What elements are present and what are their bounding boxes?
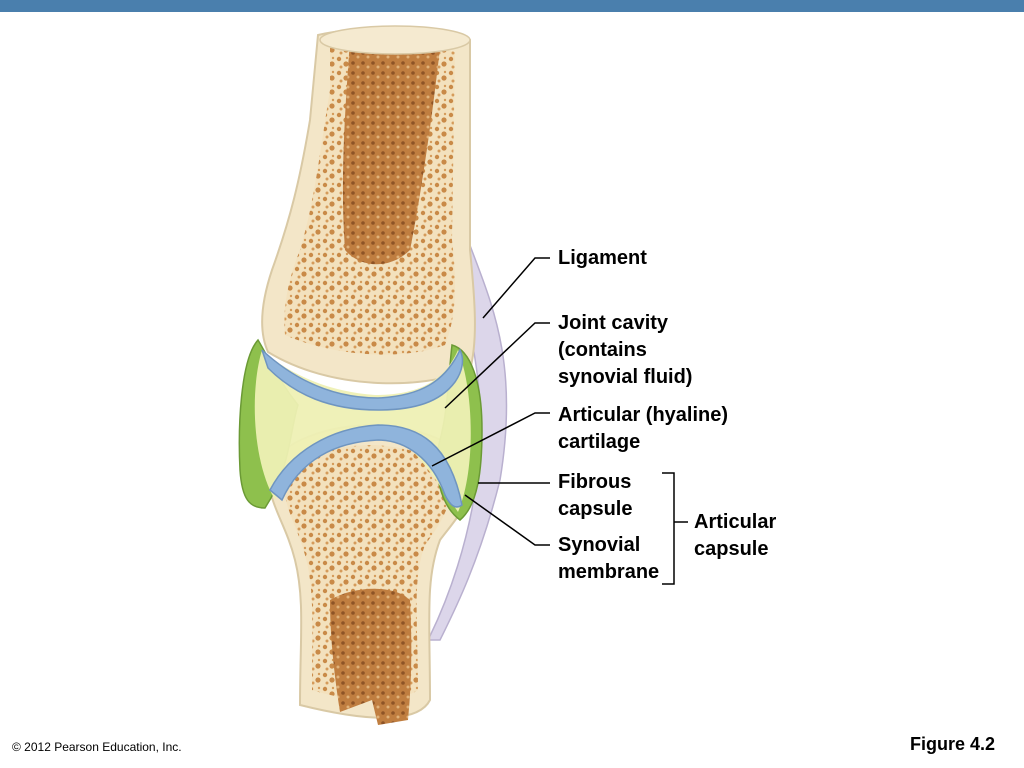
joint-cavity-label: Joint cavity (contains synovial fluid) xyxy=(558,312,693,388)
copyright-text: © 2012 Pearson Education, Inc. xyxy=(12,740,182,754)
upper-articular-cartilage xyxy=(261,348,464,411)
articular-cartilage-label: Articular (hyaline) cartilage xyxy=(558,404,729,453)
header-bar xyxy=(0,0,1024,12)
leader-lines xyxy=(431,257,688,585)
fibrous-capsule-label: Fibrous capsule xyxy=(558,471,633,520)
ligament-label: Ligament xyxy=(558,247,647,269)
upper-bone-top xyxy=(319,25,471,55)
upper-marrow-cavity xyxy=(342,36,440,265)
synovial-membrane-label: Synovial membrane xyxy=(558,534,660,583)
articular-capsule-label: Articular capsule xyxy=(694,511,777,560)
figure-number: Figure 4.2 xyxy=(910,734,996,754)
lower-marrow-cavity xyxy=(330,588,412,725)
lower-articular-cartilage xyxy=(269,424,463,508)
